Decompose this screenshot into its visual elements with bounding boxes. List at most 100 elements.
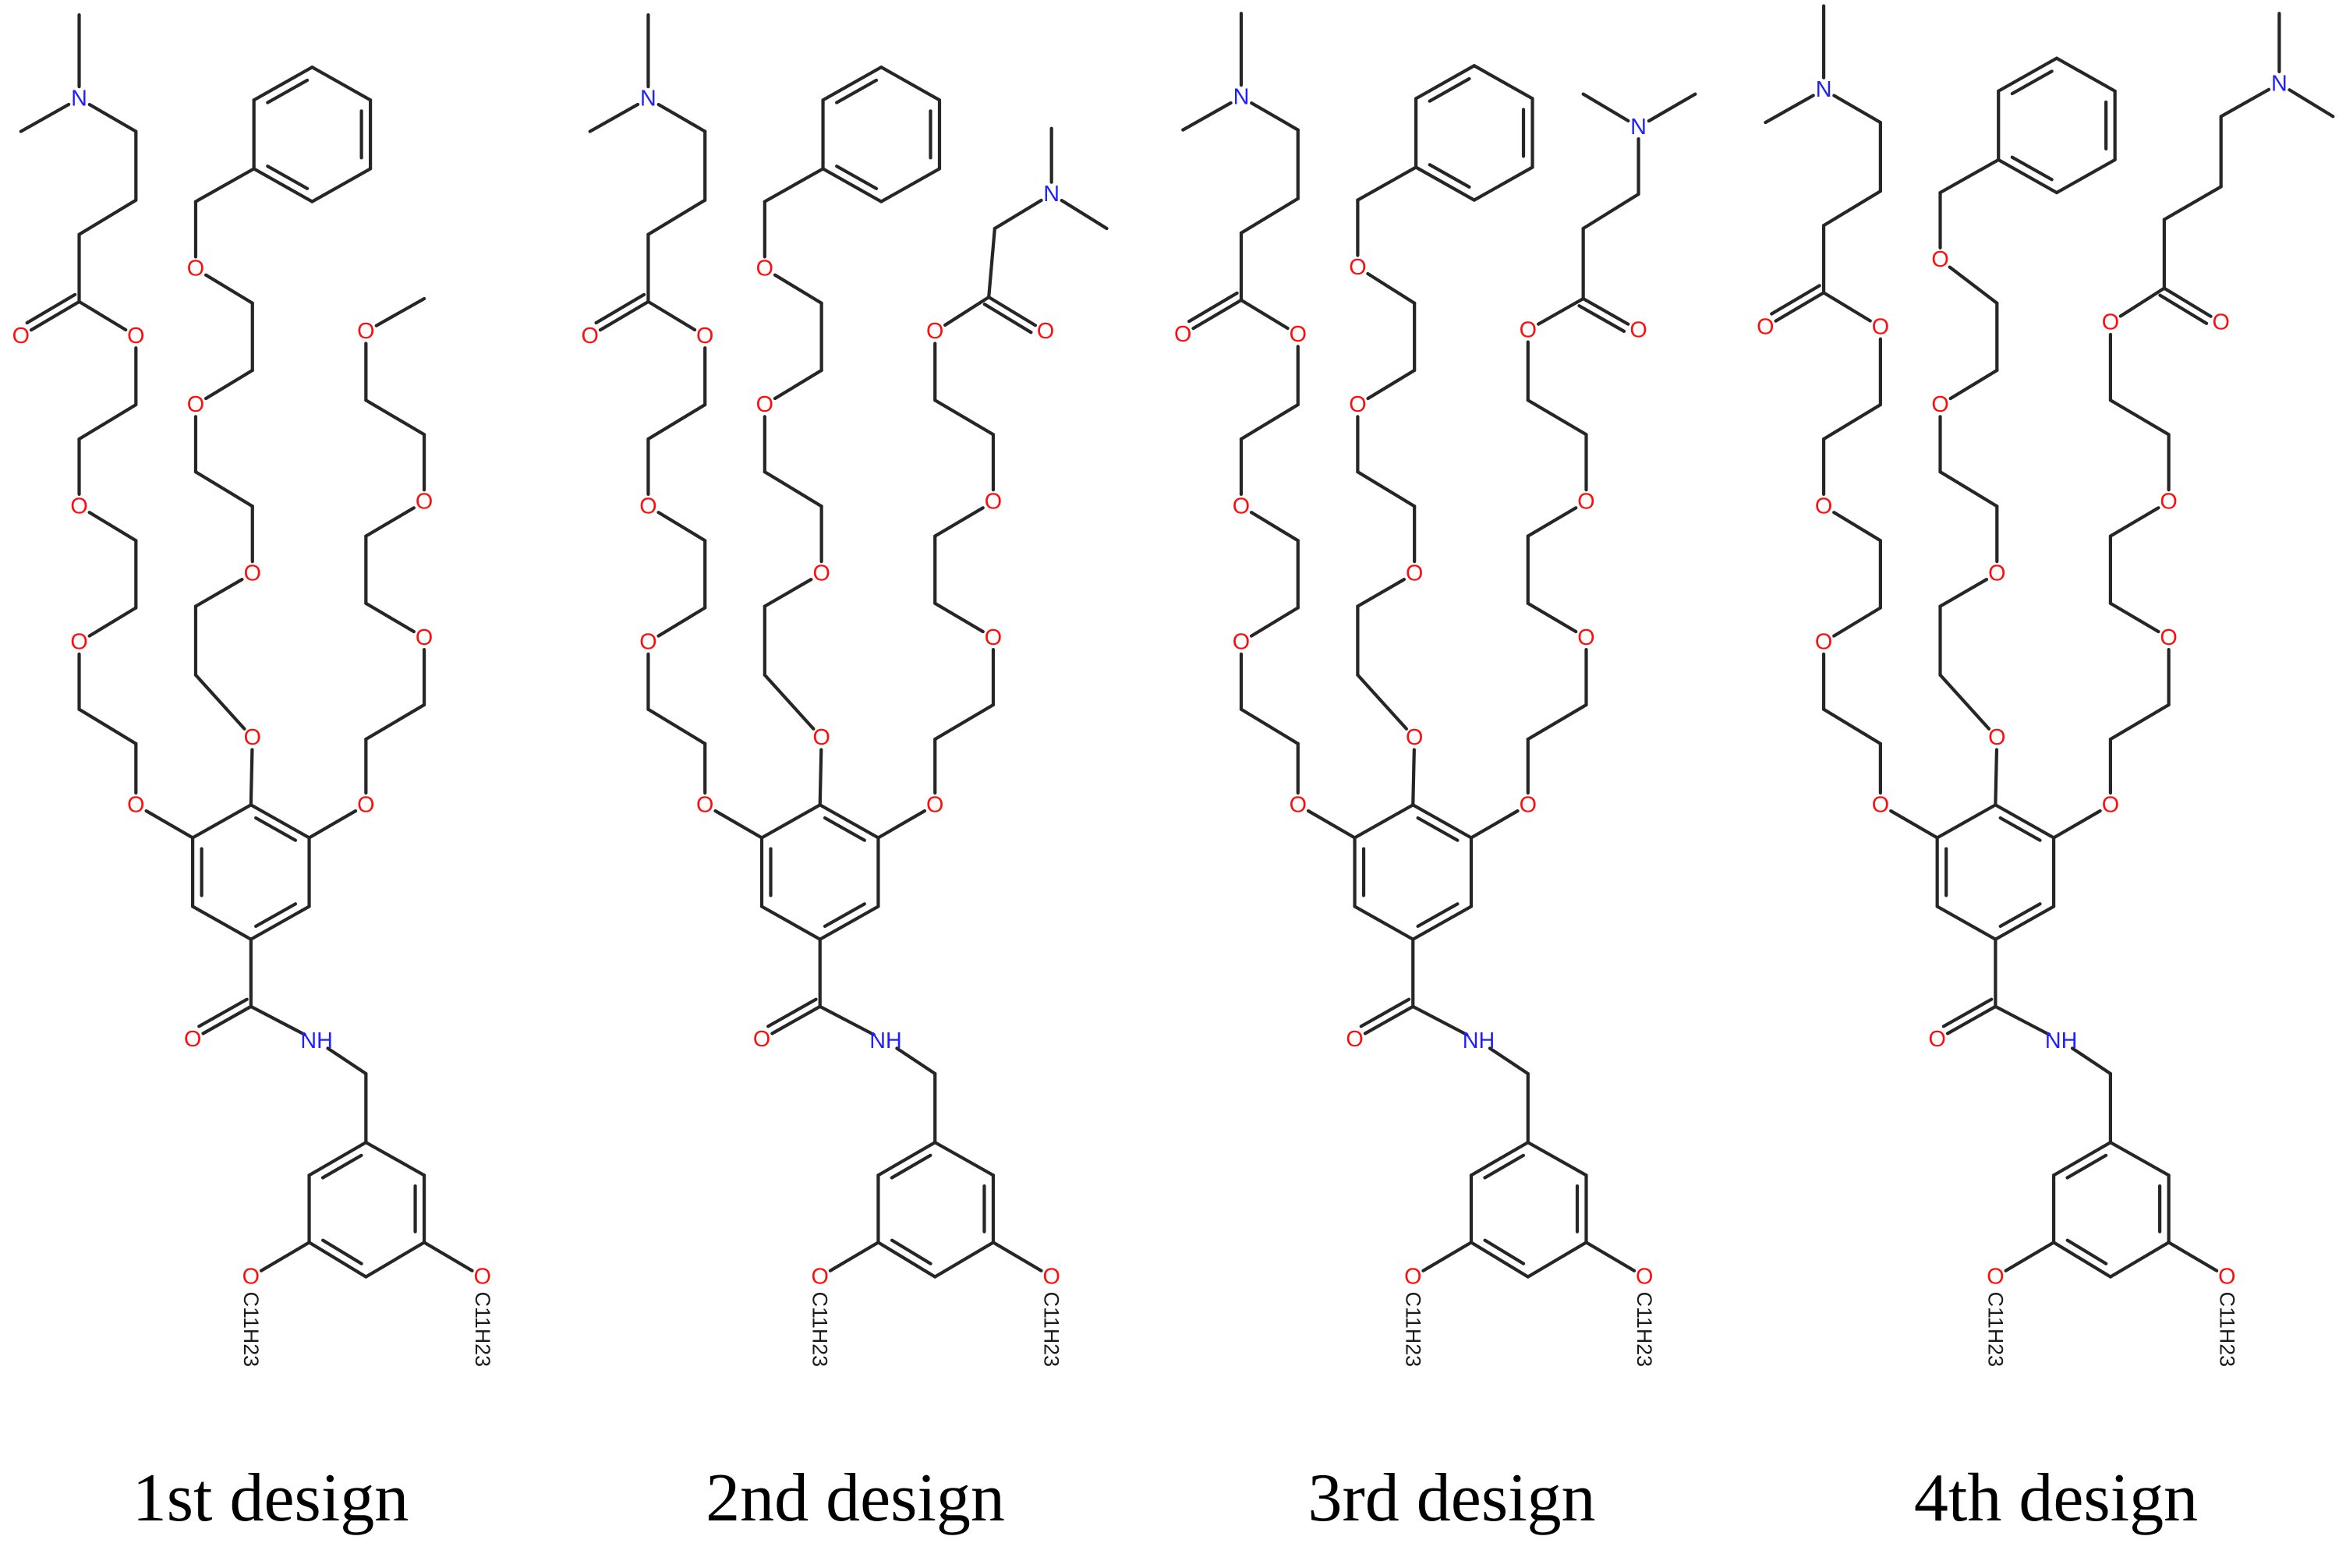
alkyl-substituent-label: C11H23	[1633, 1292, 1656, 1367]
caption-3rd-design: 3rd design	[1308, 1460, 1596, 1536]
bonds	[1764, 4, 2335, 1279]
alkyl-substituent-label: C11H23	[1401, 1292, 1424, 1367]
oxygen-atom: O	[1520, 792, 1537, 817]
oxygen-atom: O	[1929, 1027, 1946, 1052]
oxygen-atom: O	[1233, 494, 1250, 519]
oxygen-atom: O	[926, 792, 943, 817]
oxygen-atom: O	[2102, 792, 2119, 817]
oxygen-atom: O	[1815, 494, 1832, 519]
oxygen-atom: O	[2160, 625, 2177, 650]
oxygen-atom: O	[639, 630, 656, 655]
oxygen-atom: O	[357, 792, 374, 817]
oxygen-atom: O	[70, 494, 87, 519]
alkyl-substituent-label: C11H23	[1040, 1292, 1063, 1367]
atom-labels: N O O O O O O O O O O O O O O NH O O O N C11H23 C11H23	[1757, 71, 2288, 1367]
oxygen-atom: O	[2218, 1265, 2235, 1290]
oxygen-atom: O	[756, 392, 773, 417]
oxygen-atom: O	[1520, 317, 1537, 342]
nitrogen-atom: N	[71, 86, 87, 111]
oxygen-atom: O	[1757, 314, 1774, 339]
oxygen-atom: O	[187, 392, 204, 417]
oxygen-atom: O	[985, 625, 1002, 650]
oxygen-atom: O	[985, 490, 1002, 515]
oxygen-atom: O	[127, 324, 144, 349]
oxygen-atom: O	[1577, 625, 1594, 650]
oxygen-atom: O	[70, 630, 87, 655]
oxygen-atom: O	[244, 561, 261, 586]
oxygen-atom: O	[812, 561, 830, 586]
oxygen-atom: O	[1636, 1265, 1653, 1290]
alkyl-substituent-label: C11H23	[239, 1292, 263, 1367]
alkyl-substituent-label: C11H23	[809, 1292, 832, 1367]
caption-2nd-design: 2nd design	[706, 1460, 1005, 1536]
oxygen-atom: O	[1630, 317, 1647, 342]
oxygen-atom: O	[1988, 561, 2005, 586]
bonds	[1181, 12, 1697, 1279]
oxygen-atom: O	[1290, 322, 1307, 347]
oxygen-atom: O	[639, 494, 656, 519]
oxygen-atom: O	[416, 490, 433, 515]
oxygen-atom: O	[753, 1027, 770, 1052]
oxygen-atom: O	[474, 1265, 491, 1290]
nitrogen-atom: N	[640, 86, 656, 111]
oxygen-atom: O	[1037, 319, 1054, 344]
bonds	[588, 13, 1109, 1279]
alkyl-substituent-label: C11H23	[1983, 1292, 2007, 1367]
oxygen-atom: O	[357, 319, 374, 344]
oxygen-atom: O	[1349, 255, 1366, 280]
oxygen-atom: O	[1290, 792, 1307, 817]
nitrogen-atom: N	[2271, 71, 2288, 96]
oxygen-atom: O	[812, 1265, 829, 1290]
oxygen-atom: O	[812, 725, 830, 750]
nitrogen-atom: N	[1043, 182, 1060, 207]
oxygen-atom: O	[582, 324, 599, 349]
oxygen-atom: O	[1174, 322, 1191, 347]
caption-1st-design: 1st design	[132, 1460, 409, 1536]
oxygen-atom: O	[244, 725, 261, 750]
nitrogen-atom: NH	[2045, 1028, 2077, 1053]
bonds	[19, 13, 474, 1279]
oxygen-atom: O	[416, 625, 433, 650]
nitrogen-atom: NH	[869, 1028, 901, 1053]
oxygen-atom: O	[1872, 314, 1889, 339]
oxygen-atom: O	[1346, 1027, 1363, 1052]
nitrogen-atom: NH	[300, 1028, 332, 1053]
oxygen-atom: O	[1406, 725, 1423, 750]
oxygen-atom: O	[187, 257, 204, 281]
oxygen-atom: O	[696, 324, 713, 349]
oxygen-atom: O	[1233, 630, 1250, 655]
oxygen-atom: O	[1815, 630, 1832, 655]
oxygen-atom: O	[127, 792, 144, 817]
oxygen-atom: O	[1931, 392, 1948, 417]
oxygen-atom: O	[696, 792, 713, 817]
nitrogen-atom: N	[1630, 115, 1647, 140]
alkyl-substituent-label: C11H23	[2215, 1292, 2238, 1367]
oxygen-atom: O	[1872, 792, 1889, 817]
oxygen-atom: O	[1987, 1265, 2004, 1290]
oxygen-atom: O	[12, 324, 30, 349]
oxygen-atom: O	[1406, 561, 1423, 586]
nitrogen-atom: NH	[1463, 1028, 1495, 1053]
oxygen-atom: O	[1349, 392, 1366, 417]
oxygen-atom: O	[1988, 725, 2005, 750]
oxygen-atom: O	[242, 1265, 260, 1290]
oxygen-atom: O	[2160, 490, 2177, 515]
nitrogen-atom: N	[1816, 77, 1832, 102]
oxygen-atom: O	[2212, 310, 2229, 335]
design-structure: N O O O O O O O O O O O O O O NH O O O N C11H23 C11H23	[1757, 4, 2335, 1367]
oxygen-atom: O	[1931, 247, 1948, 272]
oxygen-atom: O	[1577, 490, 1594, 515]
caption-4th-design: 4th design	[1913, 1460, 2199, 1536]
alkyl-substituent-label: C11H23	[471, 1292, 494, 1367]
oxygen-atom: O	[2102, 310, 2119, 335]
oxygen-atom: O	[184, 1027, 201, 1052]
nitrogen-atom: N	[1233, 84, 1250, 109]
oxygen-atom: O	[926, 319, 943, 344]
